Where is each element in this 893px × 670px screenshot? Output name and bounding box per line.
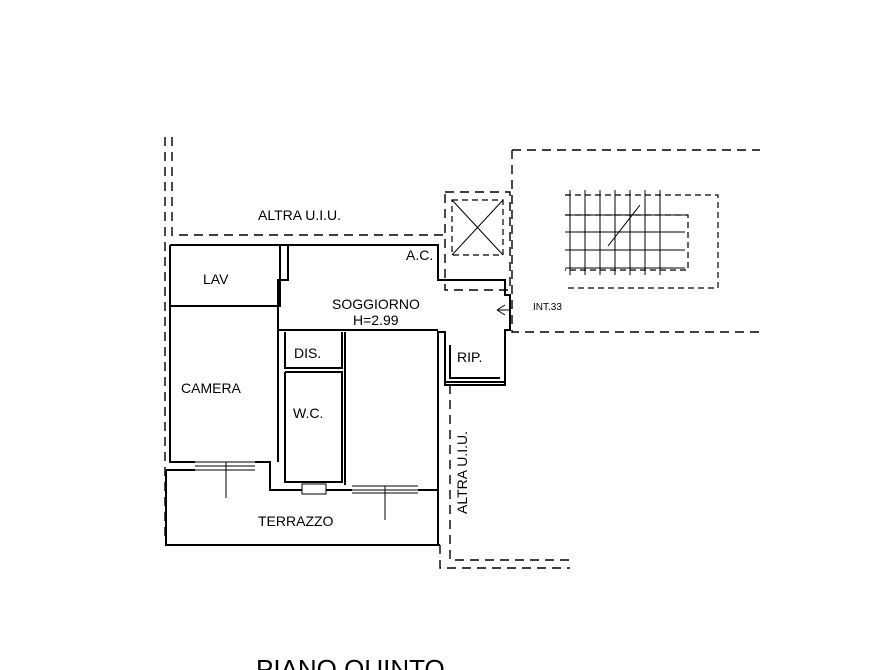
floor-title: PIANO QUINTO bbox=[256, 654, 445, 670]
label-int: INT.33 bbox=[533, 302, 562, 313]
label-height: H=2.99 bbox=[353, 312, 399, 328]
label-lav: LAV bbox=[203, 271, 229, 287]
label-soggiorno: SOGGIORNO bbox=[332, 296, 420, 312]
label-rip: RIP. bbox=[457, 349, 482, 365]
label-wc: W.C. bbox=[293, 405, 323, 421]
stair-area bbox=[444, 149, 760, 333]
adjacent-unit-boundary-top bbox=[164, 137, 445, 540]
label-dis: DIS. bbox=[294, 345, 321, 361]
label-terrazzo: TERRAZZO bbox=[258, 513, 334, 529]
label-camera: CAMERA bbox=[181, 380, 242, 396]
windows bbox=[195, 304, 510, 520]
adjacent-unit-boundary-right bbox=[439, 385, 575, 569]
label-altra-right: ALTRA U.I.U. bbox=[454, 431, 470, 514]
apartment-walls bbox=[165, 244, 511, 546]
label-ac: A.C. bbox=[406, 247, 433, 263]
label-altra-top: ALTRA U.I.U. bbox=[258, 207, 341, 223]
